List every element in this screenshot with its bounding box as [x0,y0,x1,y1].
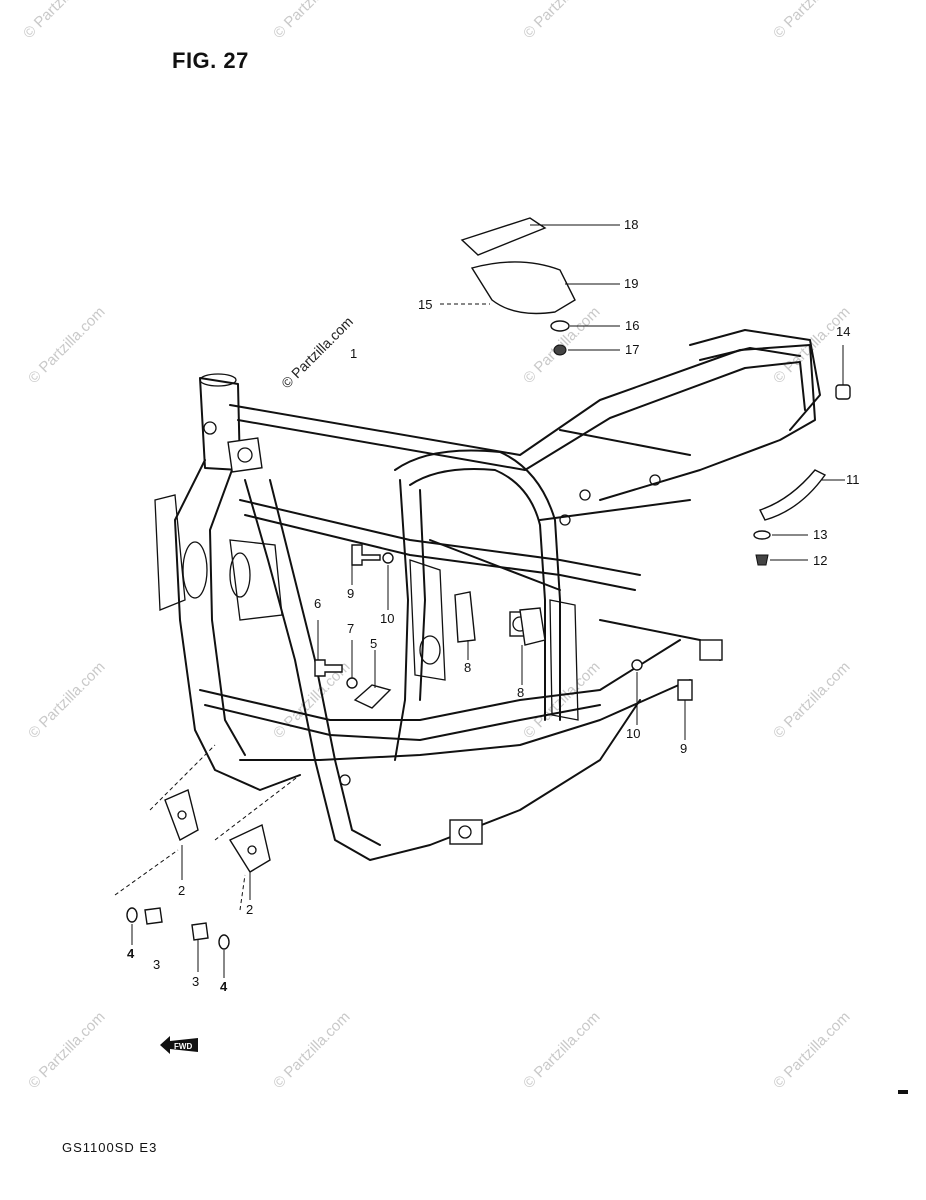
callout-12: 12 [813,553,827,568]
part-3-bolt-b [191,922,209,941]
part-2-bracket-a [164,789,199,842]
figure-title: FIG. 27 [172,48,249,73]
callout-5: 5 [370,636,377,651]
callout-7: 7 [347,621,354,636]
part-11-bracket [759,469,827,521]
main-frame [154,329,821,861]
callouts: 1 2 2 3 3 4 4 5 6 7 8 8 9 9 10 10 11 12 … [127,217,860,994]
part-3-bolt-a [144,907,163,925]
callout-17: 17 [625,342,639,357]
callout-15: 15 [418,297,432,312]
callout-4b: 4 [220,979,228,994]
callout-14: 14 [836,324,850,339]
part-13-washer [753,530,771,540]
part-6-bolt [314,659,343,677]
part-19-cover [470,261,576,315]
part-12-bolt [755,554,769,566]
part-10-washer [382,552,394,564]
callout-18: 18 [624,217,638,232]
fwd-label: FWD [174,1042,192,1051]
callout-3a: 3 [153,957,160,972]
part-4-washer-a [126,907,138,923]
part-7-nut [346,677,358,689]
callout-9b: 9 [680,741,687,756]
fwd-arrow-icon: FWD [160,1036,198,1054]
callout-4a: 4 [127,946,135,961]
edge-mark [898,1090,908,1094]
callout-3b: 3 [192,974,199,989]
callout-19: 19 [624,276,638,291]
part-2-bracket-b [228,823,271,873]
callout-9a: 9 [347,586,354,601]
model-code: GS1100SD E3 [62,1140,158,1155]
callout-8b: 8 [517,685,524,700]
part-9-bolt [351,544,381,566]
callout-2a: 2 [178,883,185,898]
callout-2b: 2 [246,902,253,917]
part-10-washer-b [631,659,643,671]
part-4-washer-b [218,934,230,950]
part-18-bracket [460,217,547,256]
part-17-nut [553,344,567,356]
callout-10b: 10 [626,726,640,741]
callout-8a: 8 [464,660,471,675]
callout-6: 6 [314,596,321,611]
part-8-plate-b [519,607,546,646]
part-9-bolt-b [677,679,693,701]
callout-1: 1 [350,346,357,361]
part-5-bracket [353,684,392,709]
callout-11: 11 [846,472,860,487]
callout-10a: 10 [380,611,394,626]
callout-16: 16 [625,318,639,333]
part-8-plate-a [454,591,476,643]
part-14-cap [835,384,851,400]
part-16-washer [550,320,570,332]
leader-lines [114,224,845,978]
callout-13: 13 [813,527,827,542]
